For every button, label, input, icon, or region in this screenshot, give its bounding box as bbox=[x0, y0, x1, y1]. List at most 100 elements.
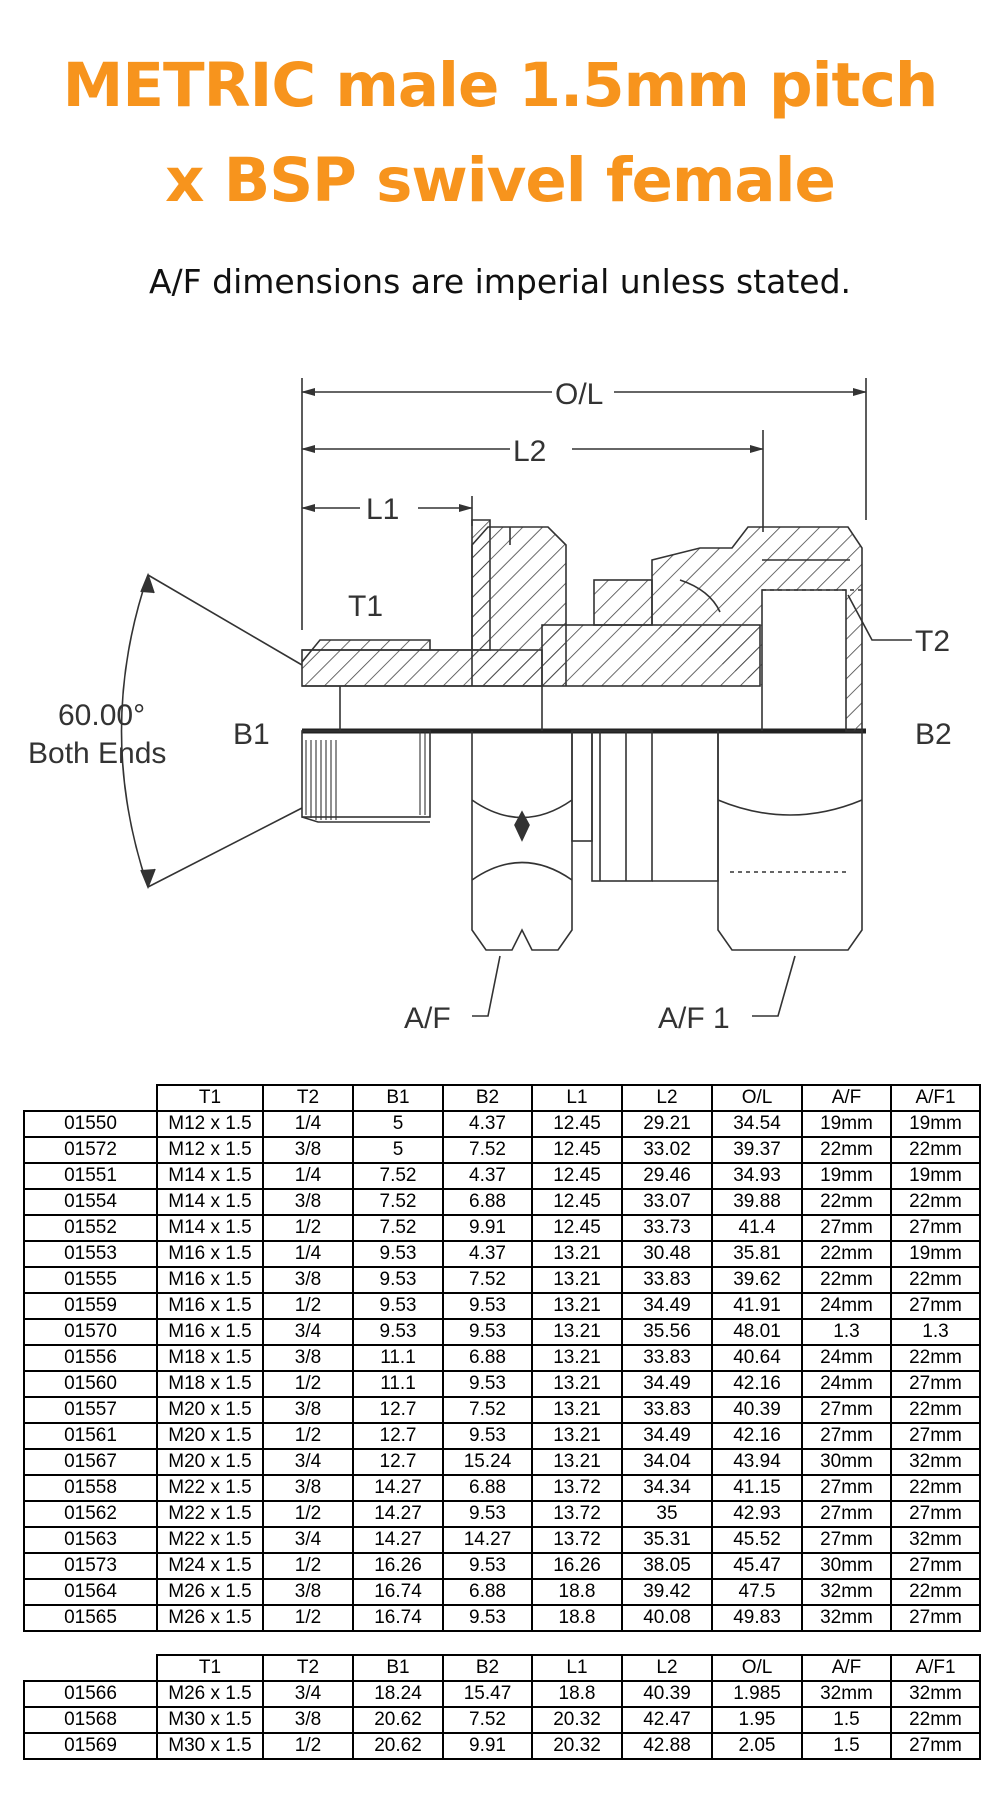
table-cell: M14 x 1.5 bbox=[156, 1162, 264, 1190]
table-cell: 27mm bbox=[890, 1732, 981, 1760]
table-cell: 3/8 bbox=[262, 1136, 354, 1164]
table-cell: 27mm bbox=[801, 1526, 892, 1554]
header-blank-cell bbox=[24, 1085, 157, 1112]
label-ol: O/L bbox=[555, 378, 603, 411]
page-title: METRIC male 1.5mm pitch x BSP swivel fem… bbox=[0, 38, 1000, 228]
table-cell: 3/4 bbox=[262, 1680, 354, 1708]
table-cell: 34.49 bbox=[621, 1292, 713, 1320]
table-cell: M24 x 1.5 bbox=[156, 1552, 264, 1580]
table-cell: 35.56 bbox=[621, 1318, 713, 1346]
table-cell: 9.53 bbox=[442, 1604, 533, 1632]
table-cell: 1/4 bbox=[262, 1162, 354, 1190]
title-line-2: x BSP swivel female bbox=[165, 145, 836, 216]
table-cell: 1/2 bbox=[262, 1292, 354, 1320]
table-cell: 1/2 bbox=[262, 1500, 354, 1528]
table-cell: M26 x 1.5 bbox=[156, 1604, 264, 1632]
table-cell: 39.37 bbox=[711, 1136, 803, 1164]
table-cell: 27mm bbox=[890, 1214, 981, 1242]
table-cell: M22 x 1.5 bbox=[156, 1500, 264, 1528]
table-cell: 14.27 bbox=[352, 1500, 444, 1528]
table-cell: 15.24 bbox=[442, 1448, 533, 1476]
table-cell: M26 x 1.5 bbox=[156, 1578, 264, 1606]
table-cell: 30mm bbox=[801, 1552, 892, 1580]
table-cell: 9.53 bbox=[442, 1318, 533, 1346]
table-cell: M18 x 1.5 bbox=[156, 1370, 264, 1398]
part-number-cell: 01570 bbox=[23, 1318, 158, 1346]
table-cell: 24mm bbox=[801, 1344, 892, 1372]
table-cell: 9.91 bbox=[442, 1732, 533, 1760]
table-cell: 24mm bbox=[801, 1292, 892, 1320]
table-cell: M14 x 1.5 bbox=[156, 1188, 264, 1216]
table-cell: 34.49 bbox=[621, 1422, 713, 1450]
table-cell: 12.45 bbox=[531, 1110, 623, 1138]
column-header: A/F1 bbox=[890, 1084, 981, 1112]
table-cell: 34.49 bbox=[621, 1370, 713, 1398]
table-cell: 35 bbox=[621, 1500, 713, 1528]
table-cell: 5 bbox=[352, 1110, 444, 1138]
table-cell: 39.62 bbox=[711, 1266, 803, 1294]
label-t1: T1 bbox=[348, 590, 383, 623]
table-cell: 42.16 bbox=[711, 1422, 803, 1450]
table-cell: 22mm bbox=[890, 1136, 981, 1164]
part-number-cell: 01569 bbox=[23, 1732, 158, 1760]
table-cell: 32mm bbox=[890, 1526, 981, 1554]
table-cell: 22mm bbox=[890, 1266, 981, 1294]
table-cell: 40.08 bbox=[621, 1604, 713, 1632]
table-cell: 4.37 bbox=[442, 1110, 533, 1138]
table-cell: 7.52 bbox=[442, 1396, 533, 1424]
part-number-cell: 01555 bbox=[23, 1266, 158, 1294]
table-cell: 12.45 bbox=[531, 1162, 623, 1190]
table-cell: M16 x 1.5 bbox=[156, 1240, 264, 1268]
table-cell: 6.88 bbox=[442, 1344, 533, 1372]
table-cell: 41.4 bbox=[711, 1214, 803, 1242]
table-cell: 3/8 bbox=[262, 1344, 354, 1372]
table-cell: 33.02 bbox=[621, 1136, 713, 1164]
label-l1: L1 bbox=[366, 493, 399, 526]
table-cell: 13.21 bbox=[531, 1240, 623, 1268]
table-cell: M12 x 1.5 bbox=[156, 1110, 264, 1138]
table-cell: 33.83 bbox=[621, 1396, 713, 1424]
table-cell: 9.53 bbox=[352, 1292, 444, 1320]
column-header: T1 bbox=[156, 1084, 264, 1112]
table-cell: 13.21 bbox=[531, 1344, 623, 1372]
label-af: A/F bbox=[404, 1002, 451, 1035]
table-cell: M16 x 1.5 bbox=[156, 1266, 264, 1294]
table-cell: 12.45 bbox=[531, 1136, 623, 1164]
table-cell: 13.21 bbox=[531, 1370, 623, 1398]
table-cell: 9.53 bbox=[442, 1422, 533, 1450]
table-cell: 22mm bbox=[801, 1188, 892, 1216]
column-header: O/L bbox=[711, 1084, 803, 1112]
column-header: L2 bbox=[621, 1654, 713, 1682]
table-cell: 12.45 bbox=[531, 1214, 623, 1242]
table-cell: 27mm bbox=[890, 1604, 981, 1632]
table-cell: 22mm bbox=[890, 1578, 981, 1606]
title-line-1: METRIC male 1.5mm pitch bbox=[62, 50, 939, 121]
table-cell: 22mm bbox=[890, 1396, 981, 1424]
part-number-cell: 01564 bbox=[23, 1578, 158, 1606]
table-cell: 13.21 bbox=[531, 1292, 623, 1320]
part-number-cell: 01561 bbox=[23, 1422, 158, 1450]
table-cell: 27mm bbox=[801, 1396, 892, 1424]
table-cell: 32mm bbox=[890, 1680, 981, 1708]
label-angle: 60.00° bbox=[58, 699, 145, 732]
table-cell: 13.21 bbox=[531, 1422, 623, 1450]
column-header: L2 bbox=[621, 1084, 713, 1112]
table-cell: 18.8 bbox=[531, 1680, 623, 1708]
table-cell: M20 x 1.5 bbox=[156, 1448, 264, 1476]
column-header: T2 bbox=[262, 1084, 354, 1112]
table-cell: 33.73 bbox=[621, 1214, 713, 1242]
table-cell: 34.93 bbox=[711, 1162, 803, 1190]
table-cell: 3/8 bbox=[262, 1474, 354, 1502]
table-cell: 1/4 bbox=[262, 1110, 354, 1138]
table-cell: 11.1 bbox=[352, 1344, 444, 1372]
table-cell: 13.72 bbox=[531, 1500, 623, 1528]
table-cell: 34.34 bbox=[621, 1474, 713, 1502]
